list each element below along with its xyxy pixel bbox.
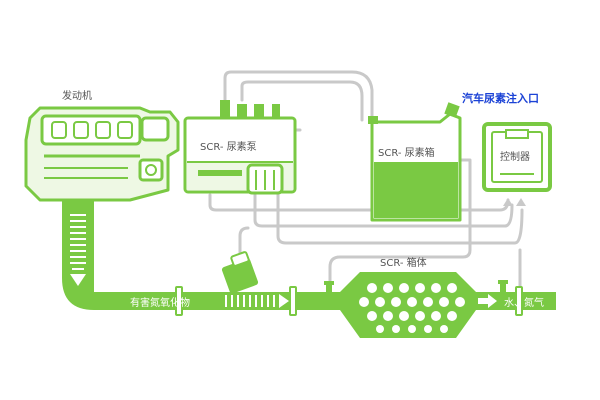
rightflow-arrow-2 — [478, 294, 497, 308]
tank-label: SCR- 尿素箱 — [378, 146, 435, 159]
dosing-valve — [221, 251, 259, 294]
controller-input-arrows — [503, 198, 526, 206]
flange-1 — [175, 286, 183, 316]
pump-label: SCR- 尿素泵 — [200, 140, 257, 153]
engine-label: 发动机 — [62, 89, 92, 102]
scr-catalyst — [324, 272, 508, 338]
engine — [24, 106, 180, 202]
controller — [482, 122, 552, 192]
scr-pump — [183, 100, 297, 195]
downflow-arrow — [70, 214, 86, 286]
scr-tank — [368, 102, 462, 222]
flange-2 — [289, 286, 297, 316]
urea-inlet-label: 汽车尿素注入口 — [462, 91, 539, 105]
catalyst-label: SCR- 箱体 — [380, 256, 427, 269]
harmful-gas-label: 有害氮氧化物 — [130, 296, 190, 309]
rightflow-arrow-1 — [225, 294, 289, 308]
controller-label: 控制器 — [500, 150, 530, 163]
connection-lines — [208, 70, 524, 292]
flange-3 — [515, 286, 523, 316]
output-label: 水、氮气 — [504, 296, 544, 309]
